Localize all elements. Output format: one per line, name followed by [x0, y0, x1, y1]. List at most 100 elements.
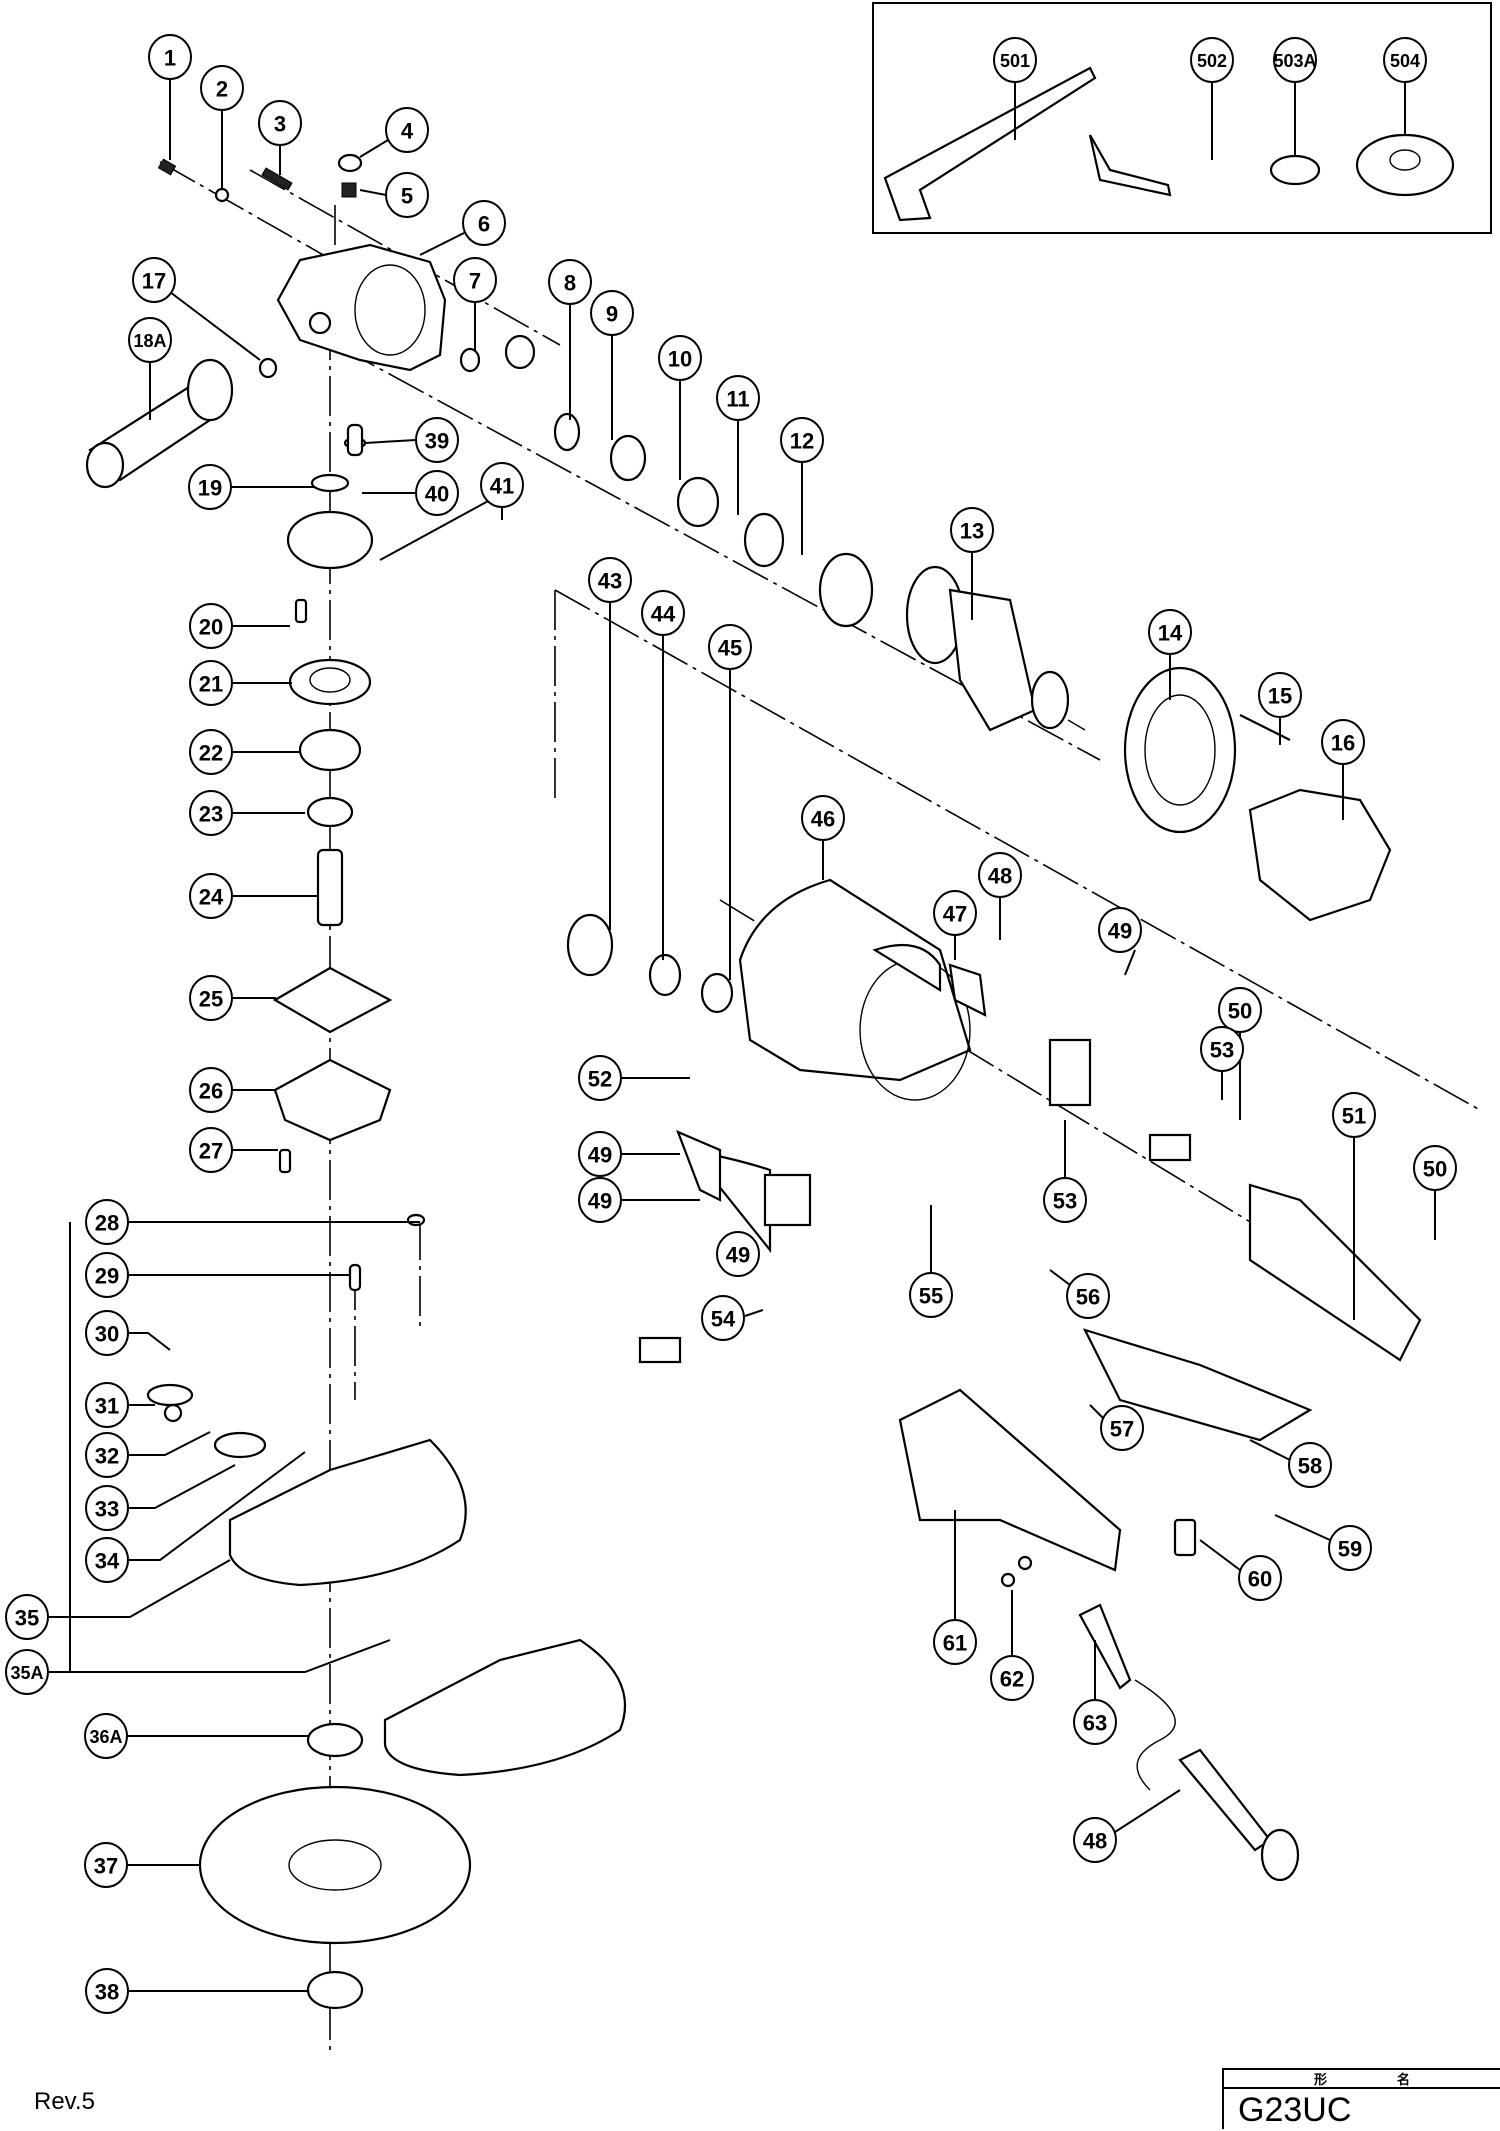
callout-number: 57	[1110, 1417, 1134, 1442]
revision-label: Rev.5	[34, 2088, 95, 2115]
side-handle	[85, 357, 278, 489]
callout-number: 11	[726, 387, 749, 412]
callout-number: 7	[469, 269, 481, 294]
model-number: G23UC	[1238, 2091, 1352, 2129]
callout-circle	[590, 290, 634, 336]
callout-number: 17	[142, 269, 166, 294]
part-callout-34: 34	[85, 1537, 129, 1583]
handle-and-switch	[898, 1183, 1422, 1572]
leader-lines	[48, 78, 1436, 1992]
callout-circle	[189, 790, 233, 836]
callout-circle	[1413, 1145, 1457, 1191]
callout-number: 1	[164, 46, 176, 71]
callout-circle	[933, 1619, 977, 1665]
part-callout-13: 13	[950, 507, 994, 553]
callout-number: 20	[199, 615, 223, 640]
stator-and-baffle	[1123, 666, 1392, 922]
callout-circle	[1273, 37, 1317, 83]
callout-circle	[85, 1432, 129, 1478]
callout-number: 35	[15, 1606, 39, 1631]
callout-circle	[385, 107, 429, 153]
part-callout-28: 28	[85, 1199, 129, 1245]
callout-circle	[1100, 1405, 1144, 1451]
callout-circle	[1328, 1525, 1372, 1571]
part-callout-52: 52	[578, 1055, 622, 1101]
part-callout-32: 32	[85, 1432, 129, 1478]
callout-circle	[933, 890, 977, 936]
callout-number: 50	[1423, 1157, 1447, 1182]
part-callout-44: 44	[641, 590, 685, 636]
brush-holders	[638, 1038, 1192, 1364]
callout-number: 45	[718, 636, 742, 661]
callout-number: 502	[1197, 51, 1227, 71]
callout-circle	[85, 1968, 129, 2014]
callout-number: 12	[790, 429, 814, 454]
gear-housing	[276, 243, 447, 372]
leader-line	[128, 1464, 236, 1509]
callout-number: 25	[199, 987, 223, 1012]
callout-circle	[1073, 1699, 1117, 1745]
callout-number: 60	[1248, 1567, 1272, 1592]
part-callout-49: 49	[578, 1177, 622, 1223]
callout-circle	[462, 200, 506, 246]
part-callout-33: 33	[85, 1485, 129, 1531]
part-callout-19: 19	[188, 464, 232, 510]
callout-number: 16	[1331, 731, 1355, 756]
callout-number: 4	[401, 119, 414, 144]
callout-number: 38	[95, 1980, 119, 2005]
part-callout-56: 56	[1066, 1273, 1110, 1319]
callout-circle	[1238, 1555, 1282, 1601]
callout-number: 27	[199, 1139, 223, 1164]
callout-circle	[716, 375, 760, 421]
grinding-wheel	[198, 1722, 472, 2010]
callout-circle	[1200, 1026, 1244, 1072]
model-box: 形 名 G23UC	[1222, 2068, 1500, 2129]
part-callout-45: 45	[708, 624, 752, 670]
leader-line	[419, 232, 465, 256]
callout-number: 61	[943, 1631, 967, 1656]
callout-circle	[453, 257, 497, 303]
callout-number: 40	[425, 482, 449, 507]
callout-circle	[385, 172, 429, 218]
part-callout-27: 27	[189, 1127, 233, 1173]
accessory-callout-501: 501	[993, 37, 1037, 83]
part-callout-11: 11	[716, 375, 760, 421]
callout-number: 6	[478, 212, 490, 237]
part-callout-16: 16	[1321, 719, 1365, 765]
callout-number: 50	[1228, 999, 1252, 1024]
callout-circle	[148, 34, 192, 80]
accessory-callout-503a: 503A	[1273, 37, 1317, 83]
small-parts-top	[157, 153, 536, 570]
callout-number: 503A	[1273, 51, 1316, 71]
callout-circle	[480, 462, 524, 508]
part-callout-22: 22	[189, 729, 233, 775]
callout-number: 48	[1083, 1829, 1107, 1854]
assembly-axes	[159, 161, 1481, 2050]
callout-number: 28	[95, 1211, 119, 1236]
callout-number: 26	[199, 1079, 223, 1104]
callout-number: 10	[668, 347, 692, 372]
part-callout-1: 1	[148, 34, 192, 80]
leader-line	[744, 1309, 764, 1317]
part-callout-58: 58	[1288, 1442, 1332, 1488]
callout-circle	[258, 100, 302, 146]
callout-number: 5	[401, 184, 413, 209]
leader-line	[1124, 949, 1136, 976]
callout-circle	[85, 1252, 129, 1298]
callout-number: 63	[1083, 1711, 1107, 1736]
power-cord	[1000, 1555, 1300, 1882]
wheel-guard	[146, 1213, 627, 1777]
part-callout-25: 25	[189, 975, 233, 1021]
part-callout-61: 61	[933, 1619, 977, 1665]
model-header-char-2: 名	[1397, 2072, 1411, 2087]
callout-circle	[588, 557, 632, 603]
part-callout-57: 57	[1100, 1405, 1144, 1451]
callout-circle	[128, 317, 172, 363]
callout-circle	[189, 873, 233, 919]
leader-line	[48, 1639, 391, 1673]
callout-circle	[189, 975, 233, 1021]
callout-circle	[200, 65, 244, 111]
part-callout-31: 31	[85, 1382, 129, 1428]
callout-number: 44	[651, 602, 676, 627]
part-callout-35a: 35A	[5, 1649, 49, 1695]
